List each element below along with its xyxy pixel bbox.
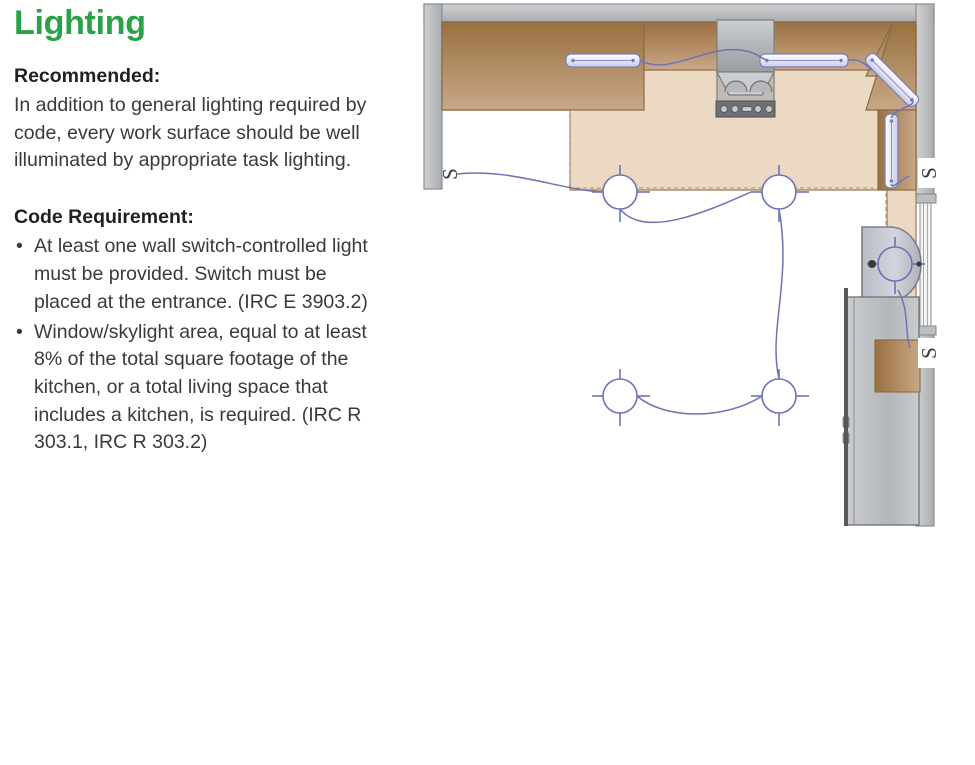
- refrigerator-side-panel: [844, 288, 848, 526]
- recommended-heading: Recommended:: [14, 64, 161, 87]
- undercabinet-light-diagonal[interactable]: [863, 51, 920, 108]
- switch-lower-right[interactable]: S: [917, 338, 944, 368]
- wire-task-right-to-corner: [847, 58, 873, 71]
- switch-label-backing: [918, 158, 944, 188]
- bullet-icon: •: [16, 320, 23, 343]
- switch-label-backing: [918, 338, 944, 368]
- base-cabinet-near-fridge: [874, 339, 921, 393]
- list-item-text: Window/skylight area, equal to at least …: [34, 320, 367, 454]
- task-light-fixtures: [565, 51, 920, 189]
- code-requirement-list: • At least one wall switch-controlled li…: [14, 233, 406, 457]
- list-item: • At least one wall switch-controlled li…: [14, 233, 379, 316]
- range-knob[interactable]: [765, 105, 773, 113]
- range-knob[interactable]: [731, 105, 739, 113]
- undercabinet-light-vertical[interactable]: [884, 113, 899, 189]
- switch-label: S: [438, 168, 462, 180]
- switch-symbols: S S S: [438, 158, 944, 368]
- recommended-section: Recommended: In addition to general ligh…: [14, 64, 406, 175]
- ceiling-light-symbols: [592, 165, 925, 426]
- switch-upper-right[interactable]: S: [917, 158, 944, 188]
- wire-light2-to-light4: [775, 208, 784, 380]
- list-item: • Window/skylight area, equal to at leas…: [14, 319, 379, 457]
- switch-entrance-left[interactable]: S: [438, 168, 462, 180]
- wire-vertical-to-switch: [890, 175, 910, 187]
- refrigerator-body: [846, 296, 920, 526]
- ceiling-light-3[interactable]: [592, 369, 650, 426]
- bullet-icon: •: [16, 235, 23, 258]
- range-display: [741, 106, 753, 112]
- floor-plan-svg: S S S: [423, 3, 944, 527]
- burner-right: [749, 80, 773, 93]
- refrigerator: [842, 288, 921, 526]
- sink-light[interactable]: [867, 237, 925, 294]
- undercabinet-light-left[interactable]: [565, 53, 641, 68]
- wire-sink-to-switch: [897, 289, 911, 349]
- article-text-column: Lighting Recommended: In addition to gen…: [14, 4, 406, 761]
- switch-label: S: [917, 347, 941, 359]
- page-title: Lighting: [14, 4, 146, 42]
- list-item-text: At least one wall switch-controlled ligh…: [34, 235, 368, 313]
- range-assembly: [715, 19, 776, 118]
- wire-corner-to-vertical: [890, 99, 914, 119]
- code-requirement-heading: Code Requirement:: [14, 206, 194, 229]
- range-knob[interactable]: [754, 105, 762, 113]
- wire-light1-to-light2: [619, 191, 752, 224]
- upper-cabinets: [441, 21, 917, 191]
- wire-task-lights-across-hood: [639, 48, 768, 66]
- upper-cabinet-left-of-range: [643, 21, 719, 71]
- wall-left: [423, 3, 443, 190]
- undercabinet-light-right[interactable]: [759, 53, 849, 68]
- ceiling-light-4[interactable]: [751, 369, 809, 426]
- wire-switch-to-light1: [456, 172, 604, 193]
- burner-left: [724, 80, 748, 93]
- recommended-body: In addition to general lighting required…: [14, 94, 367, 172]
- kitchen-floor-plan: S S S: [420, 0, 975, 765]
- range-knob[interactable]: [720, 105, 728, 113]
- wire-light3-to-light4: [636, 395, 763, 415]
- switch-label: S: [917, 167, 941, 179]
- wall-top: [423, 3, 935, 23]
- switch-leg-wiring: [456, 48, 914, 415]
- code-requirement-section: Code Requirement: • At least one wall sw…: [14, 205, 406, 457]
